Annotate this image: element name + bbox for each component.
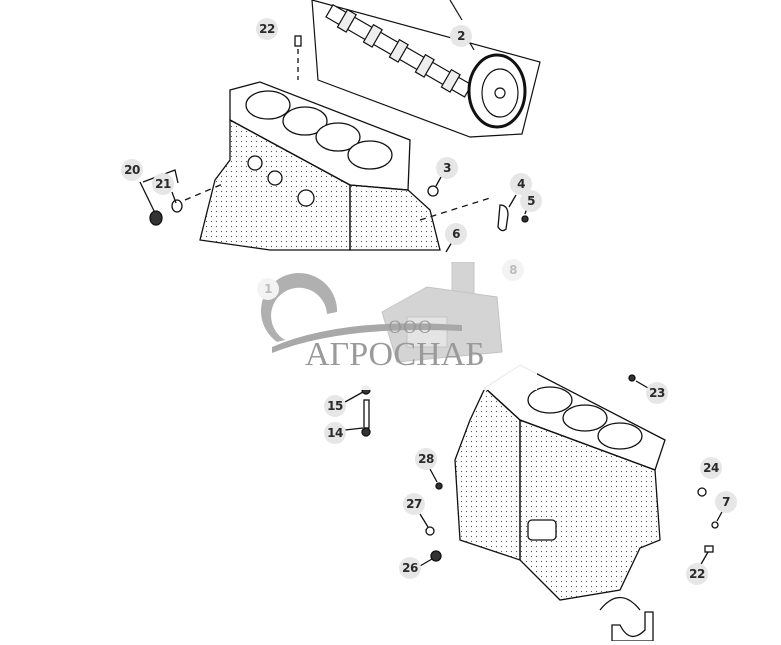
- callout-3[interactable]: 3: [436, 157, 458, 179]
- callout-24[interactable]: 24: [700, 457, 722, 479]
- callout-7[interactable]: 7: [715, 491, 737, 513]
- callout-26[interactable]: 26: [399, 557, 421, 579]
- callout-21[interactable]: 21: [152, 173, 174, 195]
- callout-6[interactable]: 6: [445, 223, 467, 245]
- watermark-company-name: АГРОСНАБ: [305, 336, 485, 373]
- callout-27[interactable]: 27: [403, 493, 425, 515]
- callout-14[interactable]: 14: [324, 422, 346, 444]
- combine-harvester-icon: [261, 262, 503, 363]
- camshaft-group: [311, 0, 541, 138]
- lower-block: [454, 364, 666, 611]
- callout-1[interactable]: 1: [257, 278, 279, 300]
- bearing-cap: [611, 611, 654, 642]
- callout-22-top[interactable]: 22: [256, 18, 278, 40]
- small-parts-lower: [344, 374, 724, 567]
- callout-28[interactable]: 28: [415, 448, 437, 470]
- callout-22-bottom[interactable]: 22: [686, 563, 708, 585]
- callout-15[interactable]: 15: [324, 395, 346, 417]
- watermark-prefix: ООО: [388, 318, 433, 338]
- callout-23[interactable]: 23: [646, 382, 668, 404]
- upper-block: [199, 35, 441, 251]
- callout-2[interactable]: 2: [450, 25, 472, 47]
- callout-5[interactable]: 5: [520, 190, 542, 212]
- callout-4[interactable]: 4: [510, 173, 532, 195]
- callout-8[interactable]: 8: [502, 259, 524, 281]
- watermark-panel: [247, 262, 537, 390]
- callout-20[interactable]: 20: [121, 159, 143, 181]
